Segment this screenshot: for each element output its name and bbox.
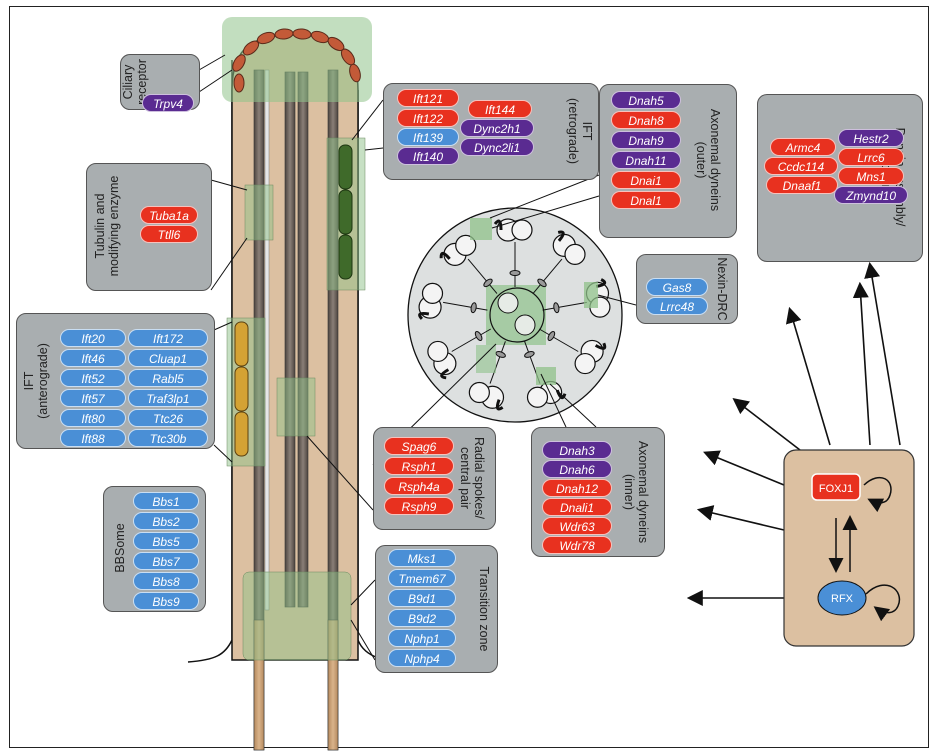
gene-pill: Rsph4a [384,477,454,495]
tip-receptors [232,28,361,93]
gene-pill: Dync2li1 [460,138,534,156]
rfx-label: RFX [831,593,854,605]
transition-zone-title-text: Transition zone [477,566,491,652]
gene-pill: Spag6 [384,437,454,455]
gene-pill: Rsph9 [384,497,454,515]
nexin-drc-title-text: Nexin-DRC [715,257,729,321]
gene-pill: Tuba1a [140,206,198,224]
radial-highlight [276,377,316,437]
gene-pill: Bbs8 [133,572,199,590]
transition-zone-title: Transition zone [477,567,491,652]
foxj1-node [811,473,861,501]
gene-pill: B9d2 [388,609,456,627]
gene-pill: Wdr78 [542,536,612,554]
gene-pill: Dnah5 [611,91,681,109]
gene-pill: Ttll6 [140,225,198,243]
gene-pill: Dnal1 [611,191,681,209]
gene-pill: Rabl5 [128,369,208,387]
gene-pill: Ift80 [60,409,126,427]
gene-pill: Traf3lp1 [128,389,208,407]
gene-pill: B9d1 [388,589,456,607]
tubulin-title: Tubulin and modifying enzyme [93,176,121,277]
gene-pill: Ift139 [397,128,459,146]
gene-pill: Mks1 [388,549,456,567]
gene-pill: Ift144 [468,100,532,118]
gene-pill: Nphp1 [388,629,456,647]
radial-spokes-title: Radial spokes/ central pair [458,437,486,519]
gene-pill: Ift52 [60,369,126,387]
gene-pill: Gas8 [646,278,708,296]
nexin-drc-title: Nexin-DRC [715,257,729,320]
gene-pill: Dnah9 [611,131,681,149]
gene-pill: Ift46 [60,349,126,367]
transition-highlight [242,571,352,661]
gene-pill: Dnah11 [611,151,681,169]
gene-pill: Tmem67 [388,569,456,587]
gene-pill: Dnali1 [542,498,612,516]
gene-pill: Dnah6 [542,460,612,478]
ift-retrograde-title-text: IFT (retrograde) [566,98,594,164]
ift-retrograde-title: IFT (retrograde) [566,98,594,164]
gene-pill: Trpv4 [142,94,194,112]
gene-pill: Armc4 [770,138,836,156]
axonemal-outer-title-text: Axonemal dyneins (outer) [694,108,722,212]
gene-pill: Hestr2 [838,129,904,147]
gene-pill: Ift57 [60,389,126,407]
anterograde-train [234,321,249,457]
gene-pill: Ttc26 [128,409,208,427]
gene-pill: Dnah8 [611,111,681,129]
ift-anterograde-title: IFT (anterograde) [22,343,50,419]
tubulin-highlight [244,184,274,241]
gene-pill: Dnaaf1 [766,176,838,194]
gene-pill: Ift172 [128,329,208,347]
gene-pill: Bbs2 [133,512,199,530]
gene-pill: Dnah3 [542,441,612,459]
axonemal-inner-title-text: Axonemal dyneins (inner) [622,440,650,544]
radial-spokes-title-text: Radial spokes/ central pair [458,437,486,519]
gene-pill: Nphp4 [388,649,456,667]
gene-pill: Ccdc114 [764,157,838,175]
gene-pill: Lrrc48 [646,297,708,315]
axoneme-cross-section [407,207,623,423]
gene-pill: Mns1 [838,167,904,185]
axonemal-inner-title: Axonemal dyneins (inner) [622,441,650,543]
regulator-arrows [686,261,901,606]
gene-pill: Ift121 [397,89,459,107]
gene-pill: Bbs1 [133,492,199,510]
rfx-node [817,580,867,616]
tubulin-title-text: Tubulin and modifying enzyme [93,175,121,277]
gene-pill: Ift20 [60,329,126,347]
gene-pill: Bbs5 [133,532,199,550]
gene-pill: Dync2h1 [460,119,534,137]
gene-pill: Wdr63 [542,517,612,535]
bbsome-title-text: BBSome [113,523,127,573]
gene-pill: Rsph1 [384,457,454,475]
gene-pill: Ift88 [60,429,126,447]
gene-pill: Dnai1 [611,171,681,189]
ift-anterograde-title-text: IFT (anterograde) [22,343,50,419]
bbsome-title: BBSome [113,523,127,572]
gene-pill: Ift140 [397,147,459,165]
gene-pill: Ttc30b [128,429,208,447]
gene-pill: Bbs7 [133,552,199,570]
gene-pill: Cluap1 [128,349,208,367]
gene-pill: Ift122 [397,109,459,127]
axonemal-outer-title: Axonemal dyneins (outer) [694,109,722,211]
retrograde-train [338,144,353,280]
foxj1-label: FOXJ1 [819,483,853,495]
gene-pill: Bbs9 [133,592,199,610]
gene-pill: Zmynd10 [834,186,908,204]
gene-pill: Dnah12 [542,479,612,497]
gene-pill: Lrrc6 [838,148,904,166]
